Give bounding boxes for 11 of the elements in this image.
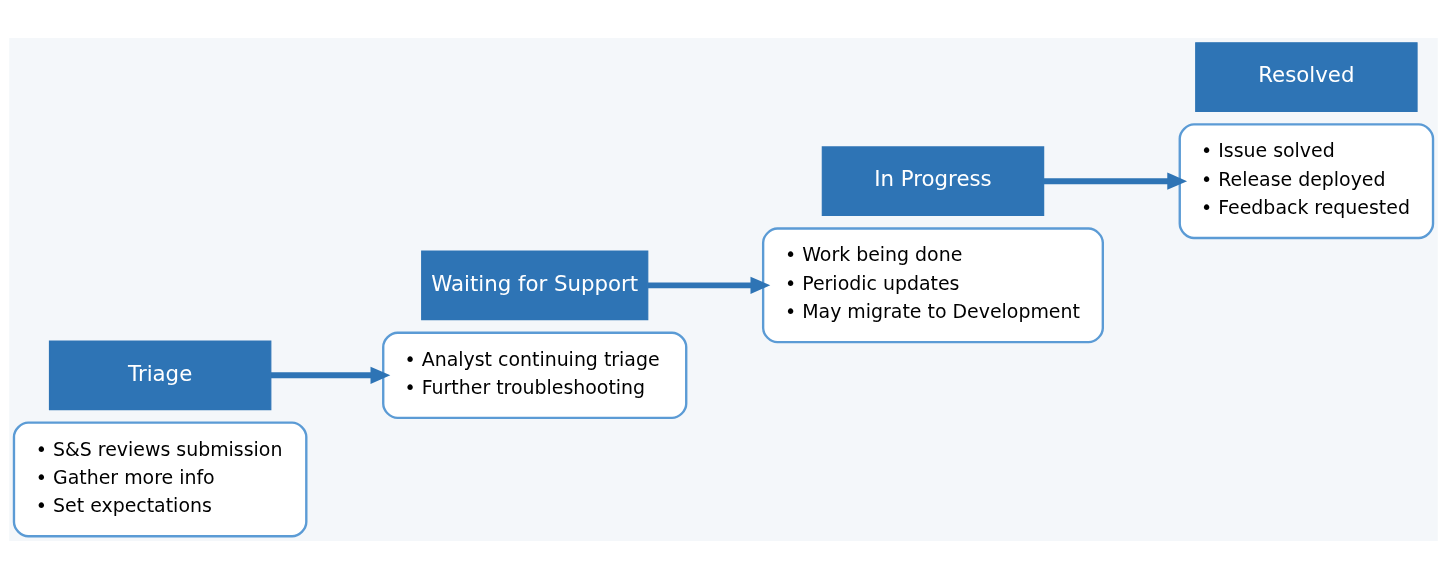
arrow	[647, 276, 771, 295]
node-box: • Analyst continuing triage • Further troubleshooting	[382, 331, 688, 420]
node-box: Triage	[48, 340, 272, 411]
node-box: • Work being done • Periodic updates • May migrate to Development	[761, 227, 1104, 344]
node-box: Resolved	[1195, 42, 1418, 112]
node-box: In Progress	[821, 146, 1045, 217]
node-box: • S&S reviews submission • Gather more info • Set expectations	[12, 421, 308, 538]
arrow	[1044, 172, 1188, 190]
node-box: Waiting for Support	[421, 250, 649, 321]
node-box: • Issue solved • Release deployed • Feedback requested	[1178, 123, 1435, 240]
arrow	[271, 366, 391, 384]
